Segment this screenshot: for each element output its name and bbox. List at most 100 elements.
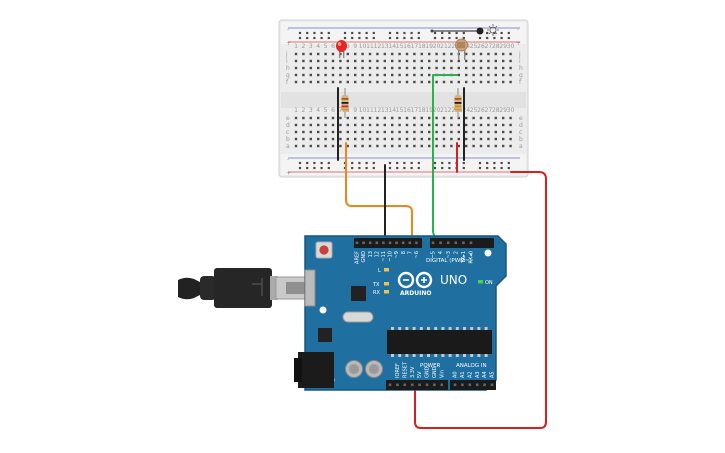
column-number: 4 xyxy=(316,43,320,50)
resistor-band xyxy=(341,105,349,108)
rail-hole xyxy=(320,161,323,165)
column-number: 20 xyxy=(433,43,441,50)
breadboard-hole xyxy=(435,80,438,84)
breadboard-hole xyxy=(302,52,305,56)
rail-hole xyxy=(327,31,330,35)
rail-hole xyxy=(410,161,413,165)
rail-hole xyxy=(388,31,392,35)
photoresistor[interactable] xyxy=(455,38,468,60)
column-number: 17 xyxy=(411,107,419,114)
capacitor-top xyxy=(369,364,379,374)
breadboard-hole xyxy=(302,144,305,148)
breadboard-hole xyxy=(494,59,497,63)
breadboard-hole xyxy=(465,137,468,141)
resistor-band xyxy=(341,109,349,111)
breadboard-hole xyxy=(428,59,431,63)
breadboard-hole xyxy=(383,66,386,70)
breadboard-hole xyxy=(502,116,505,120)
rail-hole xyxy=(396,166,399,170)
breadboard-hole xyxy=(302,137,305,141)
row-letter: j xyxy=(518,51,521,58)
breadboard-hole xyxy=(346,137,349,141)
rail-hole xyxy=(462,36,465,40)
wire-red-5v[interactable] xyxy=(414,171,547,429)
column-number: 27 xyxy=(485,107,493,114)
resistor-left[interactable] xyxy=(341,88,349,118)
rail-hole xyxy=(455,31,458,35)
chip-pin xyxy=(455,327,459,330)
breadboard-hole xyxy=(324,116,327,120)
top-pin-label: ~10 xyxy=(388,251,394,262)
header-pin xyxy=(462,241,465,245)
breadboard-hole xyxy=(346,52,349,56)
rail-hole xyxy=(493,36,496,40)
breadboard-hole xyxy=(502,52,505,56)
chip-pin xyxy=(448,327,452,330)
wire-orange-led-pin10[interactable] xyxy=(345,142,413,244)
header-pin xyxy=(408,241,412,245)
rail-plus-label-bottom: + xyxy=(286,170,291,177)
header-pin xyxy=(440,383,444,387)
breadboard-hole xyxy=(339,66,342,70)
breadboard-hole xyxy=(317,73,320,77)
breadboard-hole xyxy=(324,73,327,77)
rail-hole xyxy=(358,161,361,165)
breadboard-center-channel xyxy=(281,92,526,108)
column-number: 18 xyxy=(418,107,426,114)
rail-hole xyxy=(306,161,309,165)
rail-hole xyxy=(403,166,406,170)
arduino-logo-text: ARDUINO xyxy=(400,290,431,297)
breadboard-hole xyxy=(472,130,475,134)
column-number: 22 xyxy=(448,43,456,50)
usb-b-port-inner xyxy=(286,282,306,294)
breadboard-hole xyxy=(368,137,372,141)
breadboard-hole xyxy=(428,130,431,134)
breadboard-hole xyxy=(487,59,490,63)
analog-header xyxy=(450,380,496,390)
column-number: 30 xyxy=(507,107,515,114)
header-pin xyxy=(469,241,473,245)
breadboard-hole xyxy=(413,137,416,141)
breadboard-hole xyxy=(428,73,431,77)
chip-pin xyxy=(441,327,445,330)
header-pin xyxy=(425,383,429,387)
rail-hole xyxy=(343,36,347,40)
chip-pin xyxy=(477,354,481,357)
breadboard-hole xyxy=(465,144,468,148)
top-pin-label: 4 xyxy=(438,251,444,254)
resistor-right[interactable] xyxy=(454,88,462,118)
light-slider-handle[interactable] xyxy=(476,27,484,35)
rail-hole xyxy=(306,31,309,35)
breadboard-hole xyxy=(331,80,335,84)
breadboard-hole xyxy=(494,66,497,70)
reset-button[interactable] xyxy=(319,245,329,255)
breadboard-hole xyxy=(428,123,431,127)
column-number: 25 xyxy=(470,107,478,114)
breadboard-hole xyxy=(383,52,386,56)
breadboard-hole xyxy=(420,130,423,134)
breadboard-hole xyxy=(509,80,512,84)
rail-hole xyxy=(462,161,465,165)
breadboard-hole xyxy=(391,59,394,63)
breadboard-hole xyxy=(391,73,394,77)
column-number: 29 xyxy=(499,43,507,50)
row-letter: g xyxy=(519,72,523,79)
breadboard-hole xyxy=(302,73,305,77)
breadboard-hole xyxy=(398,52,401,56)
breadboard-hole xyxy=(294,52,298,56)
light-slider[interactable] xyxy=(430,24,500,36)
breadboard-hole xyxy=(398,137,401,141)
rail-hole xyxy=(417,161,420,165)
resistor-band xyxy=(454,109,462,111)
chip-pin xyxy=(441,354,445,357)
breadboard-hole xyxy=(398,123,401,127)
breadboard-hole xyxy=(376,144,379,148)
red-led[interactable] xyxy=(336,40,347,58)
breadboard-hole xyxy=(472,80,475,84)
breadboard-hole xyxy=(376,130,379,134)
rail-hole xyxy=(320,31,323,35)
breadboard-hole xyxy=(450,130,453,134)
rail-hole xyxy=(403,31,406,35)
